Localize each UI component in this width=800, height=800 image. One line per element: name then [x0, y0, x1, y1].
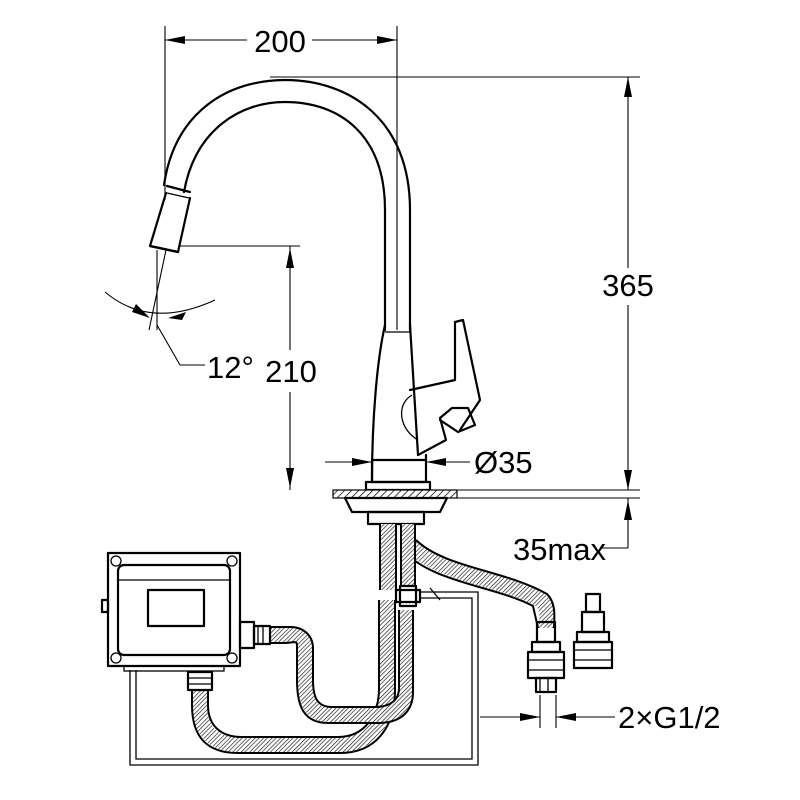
sensor-cable [129, 587, 479, 766]
angle-label: 12° [207, 350, 254, 385]
width-label: 200 [254, 24, 306, 59]
height-label: 365 [602, 268, 654, 303]
hose-connector-spare [572, 592, 614, 670]
diameter-label: Ø35 [474, 445, 533, 480]
angle-dimension: 12° [104, 249, 254, 385]
countertop [332, 489, 640, 526]
width-dimension: 200 [164, 24, 398, 330]
control-box [100, 551, 272, 672]
faucet-spout [148, 78, 412, 332]
supply-hoses [186, 524, 556, 754]
deck-thickness-dimension: 35max [513, 498, 632, 567]
faucet-body [364, 318, 482, 492]
deck-thickness-label: 35max [513, 532, 607, 567]
hose-connector-main [526, 620, 566, 694]
diameter-dimension: Ø35 [325, 445, 533, 480]
connection-label: 2×G1/2 [618, 700, 721, 735]
connection-dimension: 2×G1/2 [480, 695, 721, 735]
spout-height-label: 210 [265, 354, 317, 389]
height-dimension: 365 [270, 76, 654, 490]
spout-height-dimension: 210 [180, 245, 317, 490]
